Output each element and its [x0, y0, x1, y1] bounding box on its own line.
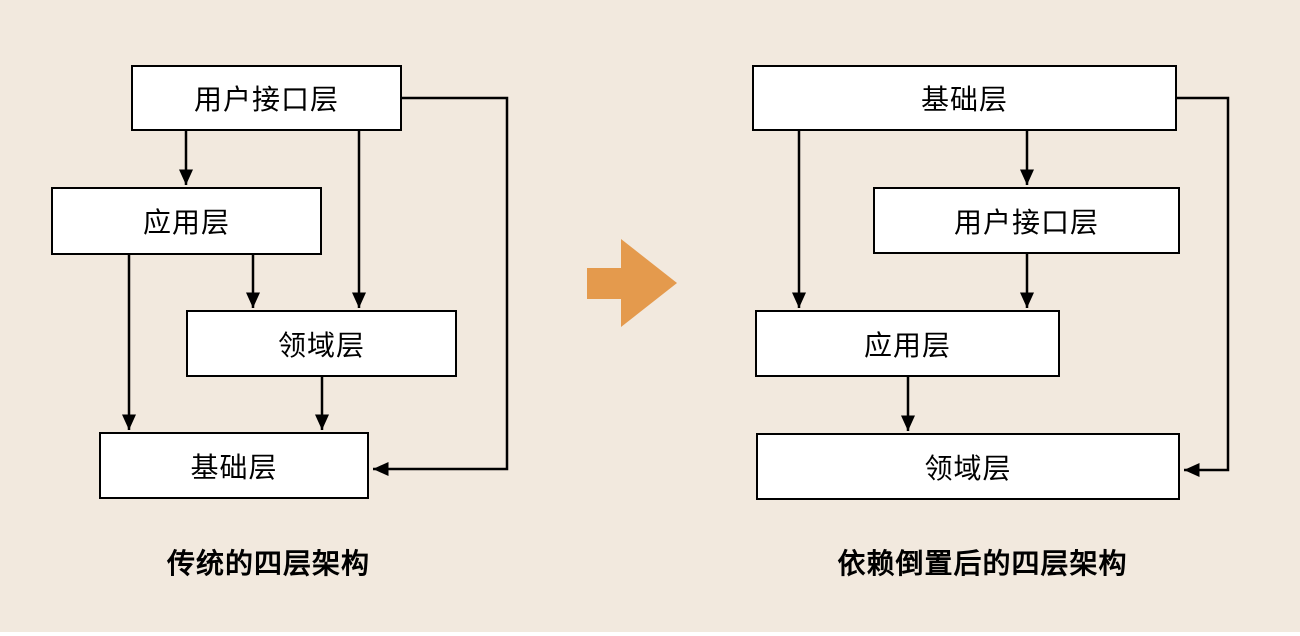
left-box-infrastructure-layer: 基础层	[99, 432, 369, 499]
right-box-application-layer: 应用层	[755, 310, 1060, 377]
right-diagram-caption: 依赖倒置后的四层架构	[837, 548, 1128, 579]
left-box-domain-layer: 领域层	[186, 310, 457, 377]
right-box-domain-layer: 领域层	[756, 433, 1180, 500]
left-arrow-ui-loop-to-infrastructure	[373, 96, 509, 476]
left-box-user-interface-layer: 用户接口层	[131, 65, 402, 131]
right-arrow-infrastructure-loop-to-domain	[1177, 96, 1230, 477]
left-diagram-caption: 传统的四层架构	[166, 548, 370, 579]
right-arrow-icon	[587, 239, 677, 327]
right-box-user-interface-layer: 用户接口层	[873, 187, 1180, 254]
right-box-infrastructure-layer: 基础层	[752, 65, 1177, 131]
left-box-application-layer: 应用层	[51, 187, 322, 255]
bottom-white-strip	[0, 632, 1300, 636]
